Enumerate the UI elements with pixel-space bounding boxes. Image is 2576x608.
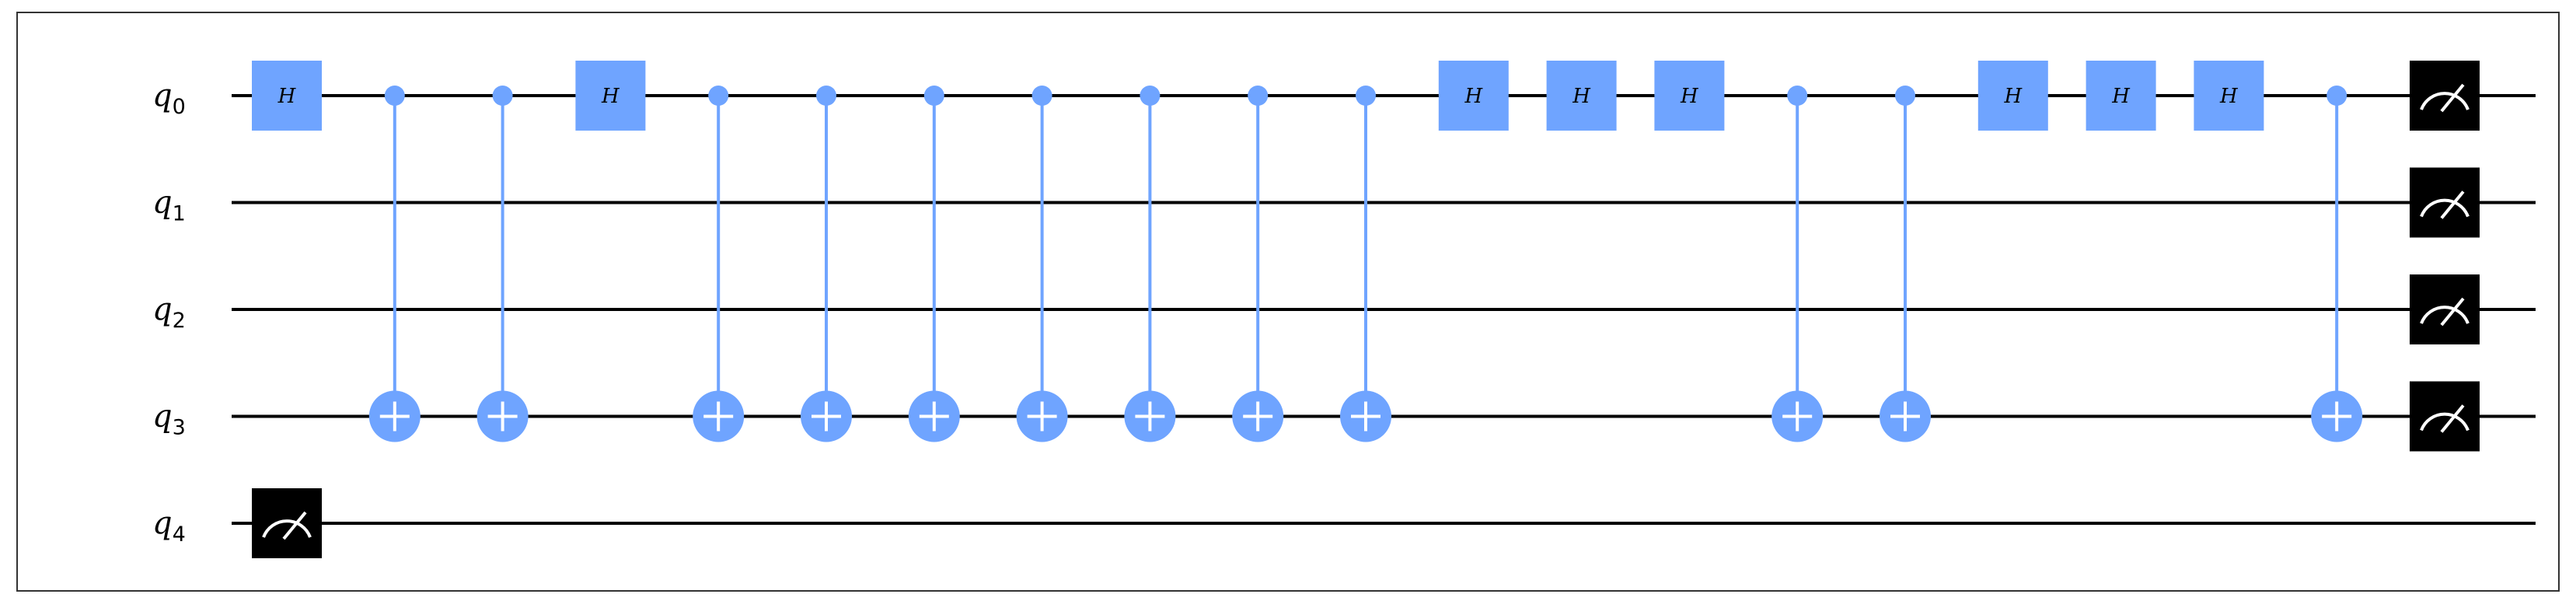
h-gate-box bbox=[252, 61, 322, 131]
qubit-label-index: 4 bbox=[173, 522, 186, 547]
qubit-label: q1 bbox=[152, 185, 186, 226]
qubit-label-index: 1 bbox=[173, 202, 186, 226]
cnot-control-dot bbox=[1248, 86, 1269, 106]
cnot-control-dot bbox=[384, 86, 405, 106]
qubit-label-letter: q bbox=[152, 185, 173, 221]
h-gate-label: H bbox=[1464, 85, 1483, 108]
cnot-gate bbox=[1771, 86, 1824, 442]
h-gate-label: H bbox=[2003, 85, 2023, 108]
h-gate-box bbox=[1546, 61, 1617, 131]
cnot-control-dot bbox=[1787, 86, 1808, 106]
meter-icon bbox=[262, 519, 312, 538]
cnot-gate bbox=[801, 86, 852, 442]
measurement-gate bbox=[2410, 167, 2480, 238]
h-gate: H bbox=[252, 61, 322, 131]
h-gate-box bbox=[1977, 61, 2048, 131]
meter-needle-icon bbox=[2440, 297, 2465, 327]
cnot-gate bbox=[1232, 86, 1284, 442]
h-gate-box bbox=[1654, 61, 1725, 131]
meter-needle-icon bbox=[2440, 83, 2465, 113]
h-gate-label: H bbox=[601, 85, 620, 108]
h-gate: H bbox=[575, 61, 646, 131]
qubit-label: q2 bbox=[152, 292, 186, 333]
cnot-control-dot bbox=[923, 86, 944, 106]
qubit-label-index: 2 bbox=[173, 309, 186, 333]
cnot-control-dot bbox=[708, 86, 729, 106]
cnot-control-dot bbox=[816, 86, 836, 106]
cnot-gate bbox=[1340, 86, 1391, 442]
qubit-label: q3 bbox=[152, 399, 186, 440]
meter-icon bbox=[2420, 198, 2470, 218]
h-gate-label: H bbox=[2219, 85, 2239, 108]
qubit-label-letter: q bbox=[152, 505, 173, 541]
cnot-gate bbox=[1016, 86, 1068, 442]
cnot-control-dot bbox=[1356, 86, 1376, 106]
qubit-label: q4 bbox=[152, 505, 186, 547]
h-gate: H bbox=[1977, 61, 2048, 131]
cnot-gate bbox=[476, 86, 529, 442]
measurement-box bbox=[2410, 61, 2480, 131]
h-gate-label: H bbox=[277, 85, 297, 108]
qubit-label-letter: q bbox=[152, 399, 173, 435]
meter-needle-icon bbox=[2440, 404, 2465, 433]
h-gate-label: H bbox=[1572, 85, 1591, 108]
h-gate-box bbox=[2086, 61, 2156, 131]
measurement-box bbox=[252, 488, 322, 558]
cnot-gate bbox=[908, 86, 960, 442]
qubit-label-index: 3 bbox=[173, 416, 186, 440]
h-gate: H bbox=[1546, 61, 1617, 131]
cnot-gate bbox=[368, 86, 421, 442]
cnot-gate bbox=[1880, 86, 1931, 442]
measurement-gate bbox=[2410, 274, 2480, 344]
qubit-label-letter: q bbox=[152, 78, 173, 114]
cnot-control-dot bbox=[492, 86, 513, 106]
h-gate: H bbox=[1654, 61, 1725, 131]
measurement-gate bbox=[252, 488, 322, 558]
h-gate: H bbox=[2194, 61, 2264, 131]
h-gate-label: H bbox=[1680, 85, 1699, 108]
measurement-box bbox=[2410, 167, 2480, 238]
cnot-control-dot bbox=[1140, 86, 1161, 106]
h-gate-box bbox=[2194, 61, 2264, 131]
qubit-label-letter: q bbox=[152, 292, 173, 327]
cnot-gate bbox=[2311, 86, 2363, 442]
cnot-gate bbox=[693, 86, 745, 442]
measurement-box bbox=[2410, 274, 2480, 344]
cnot-control-dot bbox=[1895, 86, 1915, 106]
meter-icon bbox=[2420, 412, 2470, 432]
cnot-control-dot bbox=[1031, 86, 1052, 106]
h-gate-box bbox=[1438, 61, 1509, 131]
qubit-label-index: 0 bbox=[173, 95, 186, 119]
cnot-gate bbox=[1124, 86, 1176, 442]
h-gate-box bbox=[575, 61, 646, 131]
meter-icon bbox=[2420, 306, 2470, 324]
meter-needle-icon bbox=[2440, 190, 2465, 219]
cnot-control-dot bbox=[2326, 86, 2347, 106]
h-gate: H bbox=[2086, 61, 2156, 131]
measurement-box bbox=[2410, 381, 2480, 452]
measurement-gate bbox=[2410, 381, 2480, 452]
meter-icon bbox=[2420, 92, 2470, 110]
meter-needle-icon bbox=[282, 511, 307, 540]
h-gate: H bbox=[1438, 61, 1509, 131]
qubit-label: q0 bbox=[152, 78, 186, 119]
measurement-gate bbox=[2410, 61, 2480, 131]
h-gate-label: H bbox=[2111, 85, 2131, 108]
